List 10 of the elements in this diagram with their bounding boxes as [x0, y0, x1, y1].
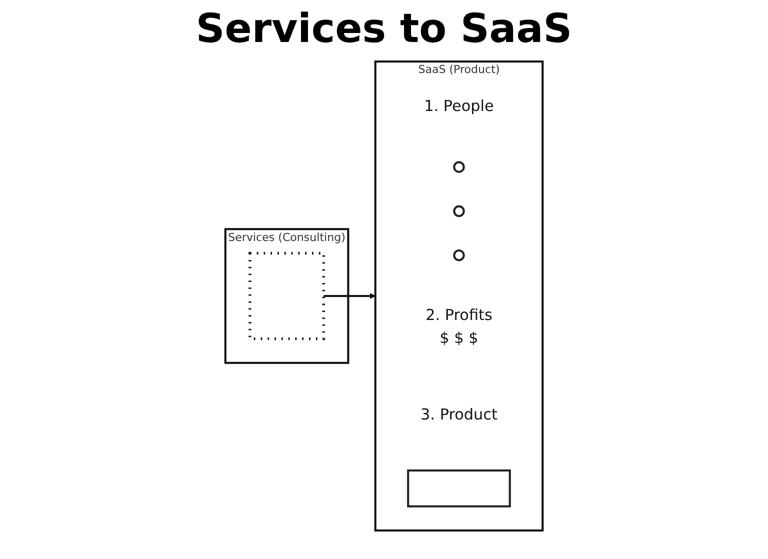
node-bar: [407, 469, 511, 508]
arrow: [324, 292, 376, 300]
diagram-title: Services to SaaS: [194, 6, 574, 52]
node-circle: [453, 205, 465, 218]
node-circle: [453, 249, 465, 262]
cluster: Services (Consulting): [224, 228, 350, 364]
node-text: 3. Product: [420, 406, 498, 424]
node-text: 1. People: [424, 98, 494, 116]
node-text: 2. Profits $ $ $: [426, 307, 492, 348]
node-circle: [453, 161, 465, 173]
